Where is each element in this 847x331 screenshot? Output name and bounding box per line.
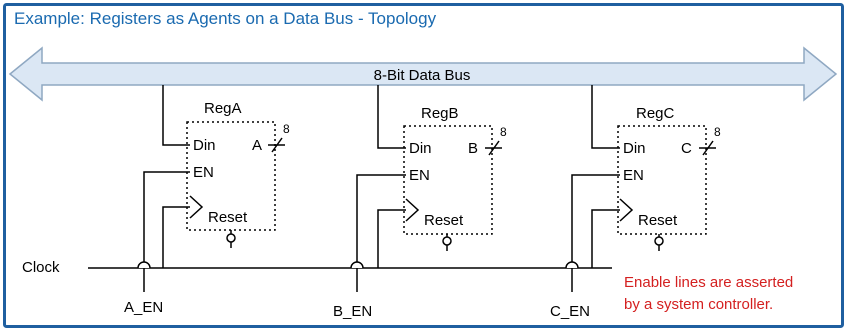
bus-width-label: 8 xyxy=(714,125,721,139)
reset-label: Reset xyxy=(208,209,248,226)
din-label: Din xyxy=(409,140,432,157)
reset-bubble xyxy=(442,236,452,246)
enable-wire xyxy=(571,174,620,292)
output-port-label: A xyxy=(252,137,262,154)
enable-wire xyxy=(143,171,190,292)
register-name: RegB xyxy=(421,105,459,122)
data-bus-arrow xyxy=(8,46,838,102)
wire-crossover xyxy=(350,261,364,269)
bus-width-slash xyxy=(488,140,500,156)
register-a: RegA Din A 8 EN Reset A_EN xyxy=(124,85,290,316)
bus-width-label: 8 xyxy=(283,122,290,136)
en-label: EN xyxy=(409,167,430,184)
register-name: RegC xyxy=(636,105,675,122)
wire-crossover xyxy=(565,261,579,269)
bus-width-slash xyxy=(271,137,283,153)
din-wire xyxy=(377,85,406,149)
note-line-1: Enable lines are asserted xyxy=(624,274,793,291)
note-line-2: by a system controller. xyxy=(624,296,773,313)
register-box xyxy=(403,125,493,235)
en-label: EN xyxy=(193,164,214,181)
enable-wire xyxy=(356,174,406,292)
clock-input-wire xyxy=(591,209,620,268)
enable-signal-label: A_EN xyxy=(124,299,163,316)
din-label: Din xyxy=(623,140,646,157)
din-wire xyxy=(591,85,620,149)
clock-label: Clock xyxy=(22,259,60,276)
clock-input-wire xyxy=(377,209,406,268)
bus-width-label: 8 xyxy=(500,125,507,139)
output-port-label: B xyxy=(468,140,478,157)
output-port-label: C xyxy=(681,140,692,157)
register-name: RegA xyxy=(204,100,242,117)
en-label: EN xyxy=(623,167,644,184)
clock-triangle xyxy=(619,198,634,222)
diagram-title: Example: Registers as Agents on a Data B… xyxy=(14,9,437,28)
clock-triangle xyxy=(405,198,420,222)
reset-label: Reset xyxy=(638,212,678,229)
bus-width-slash xyxy=(702,140,714,156)
register-c: RegC Din C 8 EN Reset C_EN xyxy=(550,85,721,320)
reset-bubble xyxy=(654,236,664,246)
din-wire xyxy=(162,85,190,146)
din-label: Din xyxy=(193,137,216,154)
wire-crossover xyxy=(137,261,151,269)
enable-signal-label: C_EN xyxy=(550,303,590,320)
register-box xyxy=(617,125,707,235)
clock-triangle xyxy=(189,195,204,219)
reset-label: Reset xyxy=(424,212,464,229)
enable-signal-label: B_EN xyxy=(333,303,372,320)
data-bus-label: 8-Bit Data Bus xyxy=(374,67,471,84)
register-b: RegB Din B 8 EN Reset B_EN xyxy=(333,85,507,320)
reset-bubble xyxy=(226,233,236,243)
clock-input-wire xyxy=(162,206,190,268)
